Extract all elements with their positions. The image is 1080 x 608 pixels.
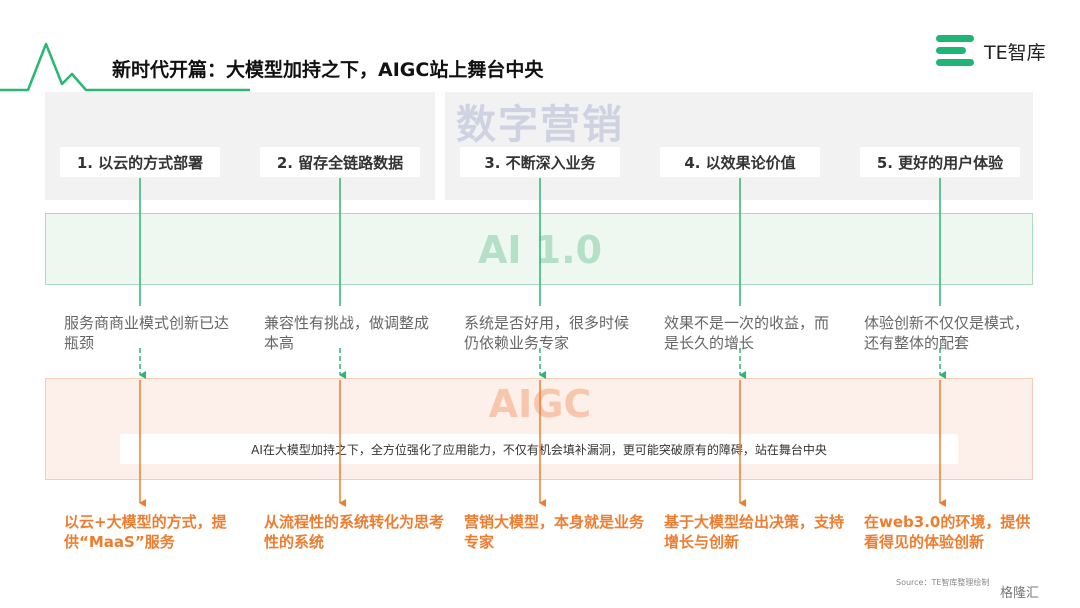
aigc-title: AIGC xyxy=(488,382,592,426)
ai10-text-4: 效果不是一次的收益，而是长久的增长 xyxy=(664,314,830,352)
ai10-text-5: 体验创新不仅仅是模式，还有整体的配套 xyxy=(864,314,1030,352)
column-header-5: 5. 更好的用户体验 xyxy=(860,147,1020,177)
page-title: 新时代开篇：大模型加持之下，AIGC站上舞台中央 xyxy=(112,59,544,81)
heartbeat-line-icon xyxy=(0,42,250,92)
ai10-text-1: 服务商商业模式创新已达瓶颈 xyxy=(64,314,230,352)
column-header-1: 1. 以云的方式部署 xyxy=(60,147,220,177)
watermark: 格隆汇 xyxy=(1000,586,1040,601)
ai10-title: AI 1.0 xyxy=(477,228,603,272)
digital-marketing-title: 数字营销 xyxy=(456,102,624,148)
ai10-text-2: 兼容性有挑战，做调整成本高 xyxy=(264,314,430,352)
aigc-text-5: 在web3.0的环境，提供看得见的体验创新 xyxy=(864,513,1031,551)
aigc-text-2: 从流程性的系统转化为思考性的系统 xyxy=(264,513,445,551)
aigc-text-1: 以云+大模型的方式，提供“MaaS”服务 xyxy=(64,513,227,551)
column-header-2: 2. 留存全链路数据 xyxy=(260,147,420,177)
aigc-text-3: 营销大模型，本身就是业务专家 xyxy=(464,513,645,551)
aigc-text-4: 基于大模型给出决策，支持增长与创新 xyxy=(664,513,845,551)
digital-marketing-band-left xyxy=(45,92,435,200)
ai10-text-3: 系统是否好用，很多时候仍依赖业务专家 xyxy=(464,314,630,352)
te-logo-icon xyxy=(936,33,978,69)
ai10-band xyxy=(45,213,1033,285)
logo-text: TE智库 xyxy=(984,41,1046,64)
aigc-description: AI在大模型加持之下，全方位强化了应用能力，不仅有机会填补漏洞，更可能突破原有的… xyxy=(120,434,958,464)
column-header-4: 4. 以效果论价值 xyxy=(660,147,820,177)
source-note: Source：TE智库整理绘制 xyxy=(896,578,990,587)
column-header-3: 3. 不断深入业务 xyxy=(460,147,620,177)
digital-marketing-band-right xyxy=(445,92,1033,200)
logo: TE智库 xyxy=(936,33,1046,69)
